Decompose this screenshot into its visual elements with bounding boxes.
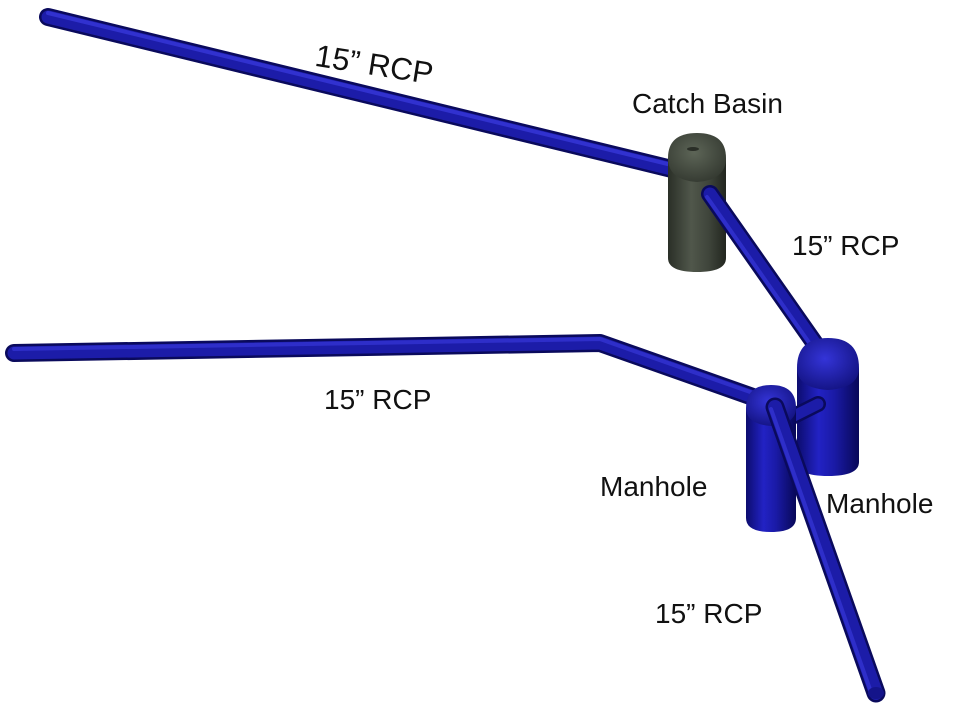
pipe-mid-label: 15” RCP: [324, 384, 432, 415]
pipe-mid: [5, 334, 779, 412]
manhole-front-label: Manhole: [600, 471, 708, 502]
manhole-back: [797, 338, 859, 476]
pipe-bottom-label: 15” RCP: [655, 598, 763, 629]
pipe-right-label: 15” RCP: [792, 230, 900, 261]
pipe-bottom: [765, 397, 886, 703]
pipe-right: [701, 185, 827, 357]
pipe-top: [39, 8, 689, 180]
manhole-back-label: Manhole: [826, 488, 934, 519]
catch-basin-label: Catch Basin: [632, 88, 783, 119]
